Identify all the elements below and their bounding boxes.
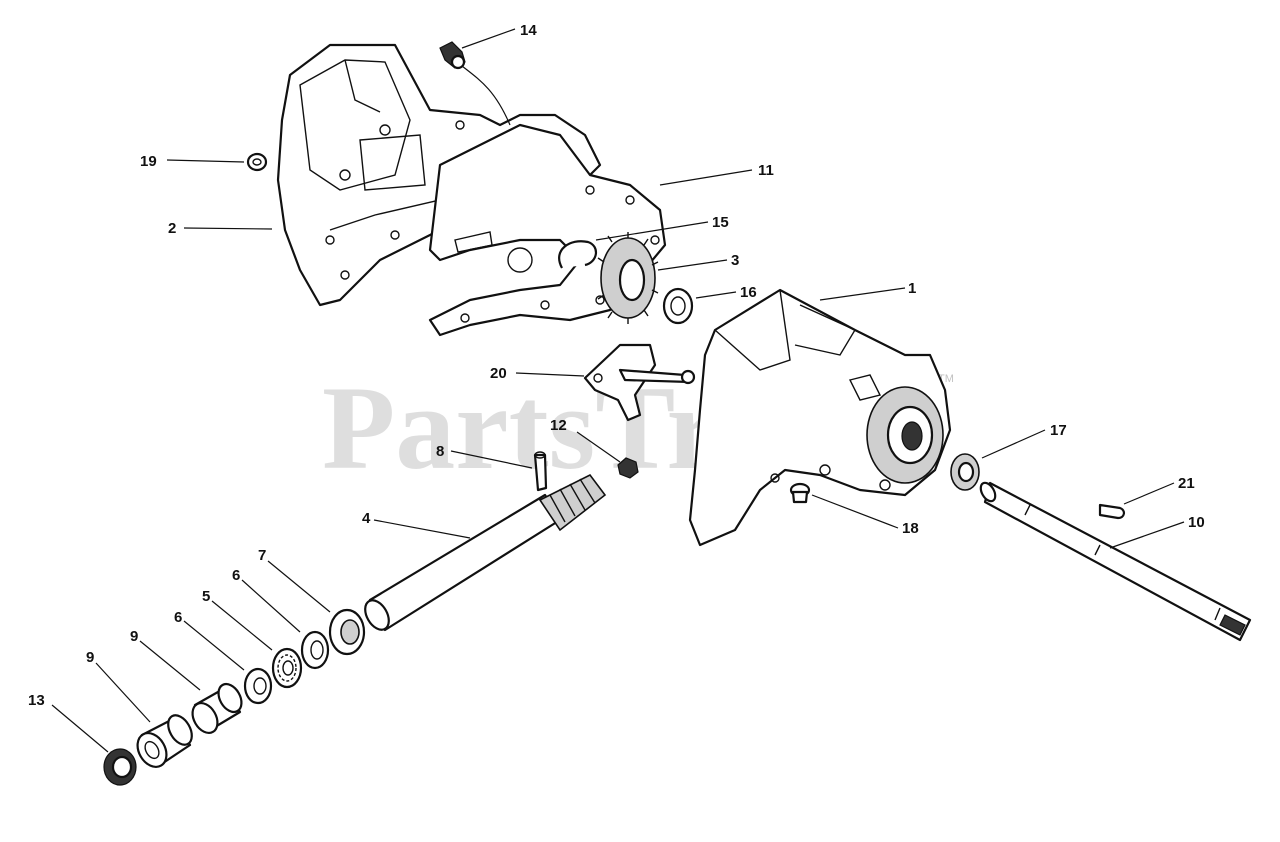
- part-6-washer-lower[interactable]: [243, 667, 273, 705]
- part-19-washer[interactable]: [246, 152, 268, 172]
- part-1-housing-half[interactable]: [688, 288, 952, 547]
- part-9-bushing-upper[interactable]: [187, 680, 246, 737]
- part-12-nut[interactable]: [617, 457, 639, 479]
- callout-18: 18: [902, 520, 919, 537]
- part-6-washer-upper[interactable]: [300, 630, 330, 670]
- callout-9-upper: 9: [130, 628, 138, 645]
- leader-lines: [51, 28, 1185, 753]
- part-15-snap-ring[interactable]: [558, 240, 597, 269]
- callout-21: 21: [1178, 475, 1195, 492]
- part-4-worm-shaft[interactable]: [360, 473, 607, 634]
- part-21-key[interactable]: [1098, 503, 1125, 520]
- callout-4: 4: [362, 510, 371, 527]
- callout-7: 7: [258, 547, 266, 564]
- part-16-washer[interactable]: [662, 287, 694, 325]
- part-18-plug[interactable]: [789, 482, 811, 504]
- callout-14: 14: [520, 22, 537, 39]
- callout-labels: 14 19 2 11 15 3 16 1 20 12 8 17 21 18 10…: [28, 22, 1205, 709]
- callout-12: 12: [550, 417, 567, 434]
- callout-20: 20: [490, 365, 507, 382]
- part-7-race[interactable]: [328, 608, 366, 656]
- callout-15: 15: [712, 214, 729, 231]
- part-10-shaft[interactable]: [978, 480, 1252, 642]
- callout-9-lower: 9: [86, 649, 94, 666]
- callout-13: 13: [28, 692, 45, 709]
- part-3-gear[interactable]: [597, 232, 659, 324]
- part-8-pin[interactable]: [533, 451, 548, 492]
- callout-16: 16: [740, 284, 757, 301]
- callout-6-upper: 6: [232, 567, 240, 584]
- part-13-seal[interactable]: [103, 748, 137, 786]
- part-20-bracket[interactable]: [583, 343, 696, 422]
- callout-2: 2: [168, 220, 176, 237]
- callout-19: 19: [140, 153, 157, 170]
- callout-17: 17: [1050, 422, 1067, 439]
- callout-6-lower: 6: [174, 609, 182, 626]
- callout-3: 3: [731, 252, 739, 269]
- part-5-thrust-bearing[interactable]: [271, 647, 303, 689]
- callout-5: 5: [202, 588, 210, 605]
- part-17-seal[interactable]: [950, 453, 980, 491]
- part-9-bushing-lower[interactable]: [132, 711, 197, 772]
- callout-10: 10: [1188, 514, 1205, 531]
- callout-11: 11: [758, 162, 774, 179]
- callout-8: 8: [436, 443, 444, 460]
- part-14-fitting[interactable]: [439, 41, 466, 70]
- callout-1: 1: [908, 280, 916, 297]
